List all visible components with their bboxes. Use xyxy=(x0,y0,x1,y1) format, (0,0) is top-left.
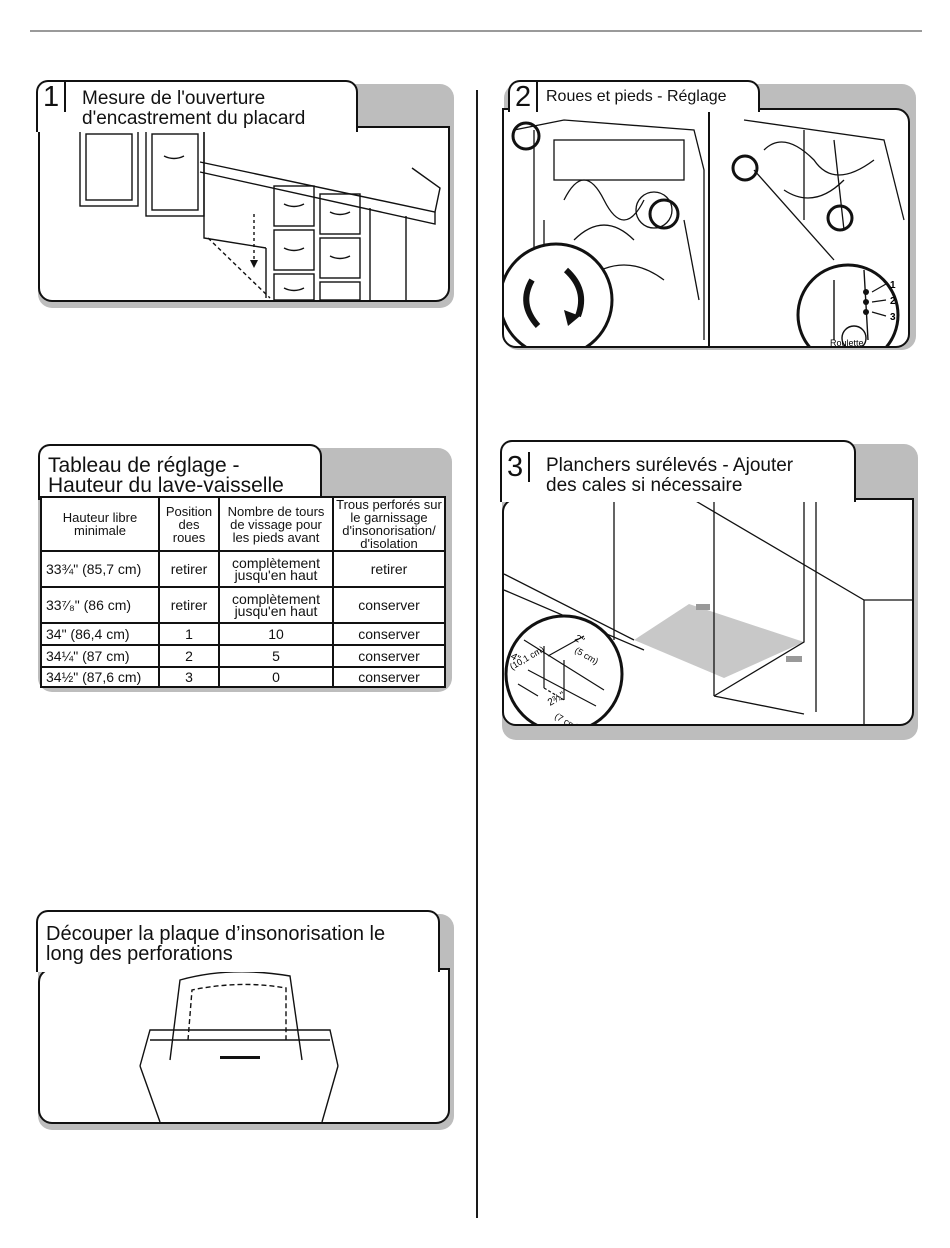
table-cell: 10 xyxy=(218,622,334,646)
step-number: 3 xyxy=(502,452,531,482)
step-number: 2 xyxy=(510,82,539,112)
table-row: 33⁷⁄₈" (86 cm) retirer complètement jusq… xyxy=(40,586,446,624)
table-cell: conserver xyxy=(332,586,446,624)
panel-height-table: Tableau de réglage - Hauteur du lave-vai… xyxy=(34,444,452,692)
table-cell: conserver xyxy=(332,622,446,646)
hole-label-2: 2 xyxy=(890,296,896,307)
panel-wheels-legs: 1 2 3 Roulette 2 Roues et pieds - Réglag… xyxy=(500,80,916,350)
panel-cabinet-opening-title: Mesure de l'ouverture d'encastrement du … xyxy=(82,88,306,129)
panel-cabinet-opening-tab: 1 Mesure de l'ouverture d'encastrement d… xyxy=(36,80,358,132)
wheels-legs-illustration: 1 2 3 Roulette xyxy=(504,110,905,346)
table-header: Trous perforés sur le garnissage d'inson… xyxy=(332,496,446,552)
table-cell: 2 xyxy=(158,644,220,668)
panel-cut-insulation: Découper la plaque d’insonorisation le l… xyxy=(34,910,454,1130)
panel-cut-insulation-title: Découper la plaque d’insonorisation le l… xyxy=(46,923,386,965)
step-number: 1 xyxy=(38,82,67,112)
table-row: 34" (86,4 cm) 1 10 conserver xyxy=(40,622,446,646)
table-header: Hauteur libre minimale xyxy=(40,496,160,552)
table-row: 33¾" (85,7 cm) retirer complètement jusq… xyxy=(40,550,446,588)
table-cell: conserver xyxy=(332,666,446,688)
table-cell: 0 xyxy=(218,666,334,688)
raised-floor-illustration: 2" (5 cm) 4" (10,1 cm) 2³⁄₄" (7 cm) xyxy=(504,500,912,724)
panel-cabinet-opening: 1 Mesure de l'ouverture d'encastrement d… xyxy=(34,80,454,308)
column-divider xyxy=(476,90,478,1218)
panel-cabinet-opening-figure xyxy=(38,126,450,302)
panel-wheels-legs-tab: 2 Roues et pieds - Réglage xyxy=(508,80,760,112)
panel-raised-floors: 2" (5 cm) 4" (10,1 cm) 2³⁄₄" (7 cm) 3 Pl… xyxy=(498,440,918,740)
table-cell: retirer xyxy=(158,550,220,588)
wheel-label: Roulette xyxy=(830,338,864,346)
hole-label-1: 1 xyxy=(890,280,896,291)
top-rule xyxy=(30,30,922,32)
panel-raised-floors-figure: 2" (5 cm) 4" (10,1 cm) 2³⁄₄" (7 cm) xyxy=(502,498,914,726)
panel-cut-insulation-figure xyxy=(38,968,450,1124)
table-header: Nombre de tours de vissage pour les pied… xyxy=(218,496,334,552)
table-header: Position des roues xyxy=(158,496,220,552)
panel-raised-floors-title: Planchers surélevés - Ajouter des cales … xyxy=(546,455,794,496)
hole-label-3: 3 xyxy=(890,312,896,323)
panel-wheels-legs-title: Roues et pieds - Réglage xyxy=(546,88,727,105)
cabinet-illustration xyxy=(79,128,441,300)
table-cell: 33¾" (85,7 cm) xyxy=(40,550,160,588)
table-row: 34½" (87,6 cm) 3 0 conserver xyxy=(40,666,446,688)
table-cell: 34½" (87,6 cm) xyxy=(40,666,160,688)
panel-wheels-legs-figure: 1 2 3 Roulette xyxy=(502,108,910,348)
table-row: 34¼" (87 cm) 2 5 conserver xyxy=(40,644,446,668)
table-cell: 33⁷⁄₈" (86 cm) xyxy=(40,586,160,624)
table-cell: retirer xyxy=(332,550,446,588)
table-cell: 1 xyxy=(158,622,220,646)
insulation-illustration xyxy=(139,971,339,1122)
table-cell: complètement jusqu'en haut xyxy=(218,586,334,624)
table-cell: 34¼" (87 cm) xyxy=(40,644,160,668)
table-cell: conserver xyxy=(332,644,446,668)
table-title: Tableau de réglage - Hauteur du lave-vai… xyxy=(48,454,284,497)
panel-raised-floors-tab: 3 Planchers surélevés - Ajouter des cale… xyxy=(500,440,856,502)
table-cell: retirer xyxy=(158,586,220,624)
table-cell: 34" (86,4 cm) xyxy=(40,622,160,646)
table-cell: 3 xyxy=(158,666,220,688)
table-cell: complètement jusqu'en haut xyxy=(218,550,334,588)
panel-height-table-tab: Tableau de réglage - Hauteur du lave-vai… xyxy=(38,444,322,500)
panel-cut-insulation-tab: Découper la plaque d’insonorisation le l… xyxy=(36,910,440,972)
table-cell: 5 xyxy=(218,644,334,668)
height-adjustment-table: Hauteur libre minimale Position des roue… xyxy=(40,496,446,688)
